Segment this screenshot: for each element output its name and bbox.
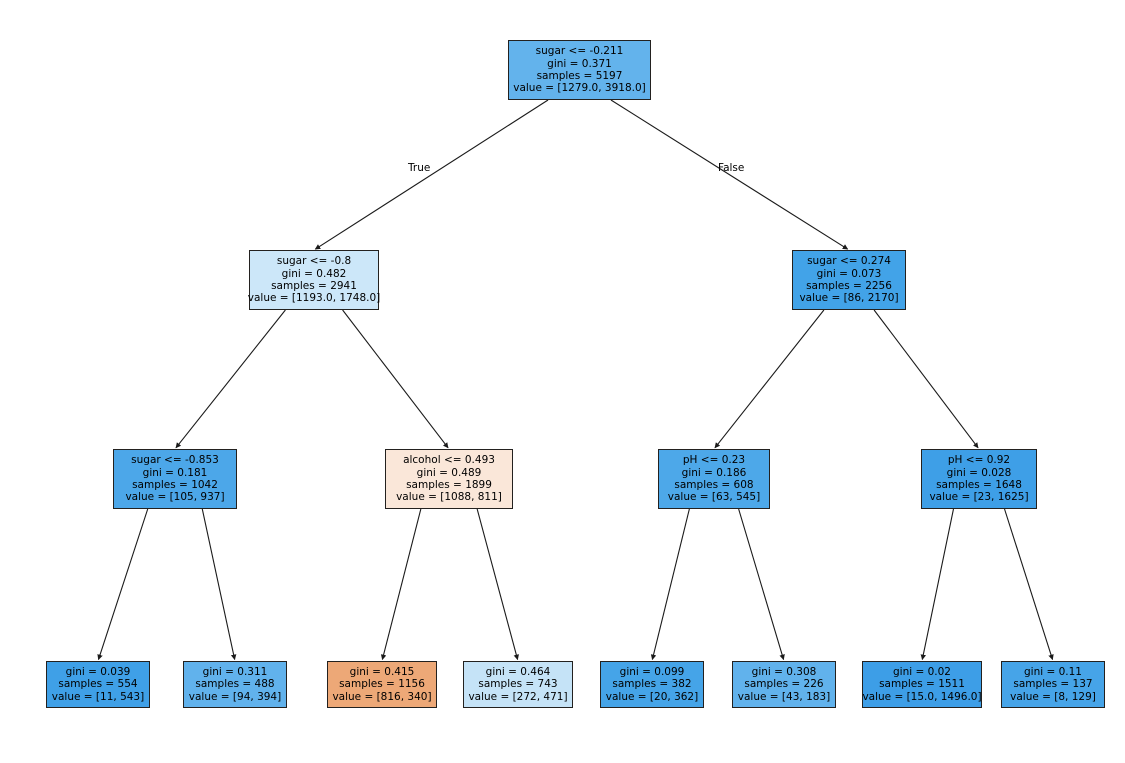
node-samples: samples = 1899 (406, 479, 492, 491)
node-samples: samples = 1042 (132, 479, 218, 491)
node-samples: samples = 2941 (271, 280, 357, 292)
node-value: value = [105, 937] (125, 491, 225, 504)
node-value: value = [1193.0, 1748.0] (247, 292, 381, 305)
node-gini: gini = 0.02 (892, 665, 951, 678)
node-samples: samples = 743 (478, 678, 558, 691)
node-gini: gini = 0.11 (1023, 665, 1082, 678)
node-gini: gini = 0.464 (485, 665, 551, 678)
node-value: value = [11, 543] (51, 690, 145, 703)
node-value: value = [94, 394] (188, 690, 282, 703)
node-value: value = [15.0, 1496.0] (862, 690, 982, 703)
node-gini: gini = 0.415 (349, 665, 415, 678)
node-samples: samples = 382 (612, 678, 692, 691)
node-value: value = [23, 1625] (929, 491, 1029, 504)
node-gini: gini = 0.028 (946, 466, 1012, 479)
tree-edge (738, 508, 785, 661)
node-gini: gini = 0.181 (142, 466, 208, 479)
node-value: value = [63, 545] (667, 491, 761, 504)
node-condition: sugar <= 0.274 (807, 255, 891, 268)
node-gini: gini = 0.489 (416, 466, 482, 479)
tree-edge (342, 309, 449, 449)
tree-edge (610, 99, 849, 250)
tree-edge (920, 508, 955, 661)
tree-edge (201, 508, 237, 661)
node-value: value = [8, 129] (1010, 690, 1096, 703)
node-samples: samples = 554 (58, 678, 138, 691)
node-samples: samples = 1156 (339, 678, 425, 691)
node-condition: sugar <= -0.8 (276, 255, 352, 268)
node-gini: gini = 0.482 (281, 267, 347, 280)
node-condition: pH <= 0.23 (682, 454, 746, 467)
node-value: value = [1088, 811] (396, 491, 502, 504)
node-gini: gini = 0.099 (619, 665, 685, 678)
node-condition: alcohol <= 0.493 (403, 454, 495, 467)
tree-edge (714, 309, 825, 449)
tree-edge (1003, 508, 1054, 661)
node-value: value = [86, 2170] (799, 292, 899, 305)
node-samples: samples = 488 (195, 678, 275, 691)
node-samples: samples = 608 (674, 479, 754, 491)
tree-edges (97, 99, 1054, 661)
node-gini: gini = 0.073 (816, 267, 882, 280)
node-samples: samples = 5197 (536, 70, 623, 82)
node-value: value = [816, 340] (332, 690, 432, 703)
node-gini: gini = 0.186 (681, 466, 747, 479)
node-gini: gini = 0.371 (547, 57, 612, 70)
tree-edge (873, 309, 979, 449)
tree-edge (97, 508, 149, 661)
node-samples: samples = 226 (744, 678, 824, 691)
node-samples: samples = 2256 (806, 280, 892, 292)
node-samples: samples = 1511 (879, 678, 965, 691)
node-value: value = [1279.0, 3918.0] (513, 82, 646, 95)
node-gini: gini = 0.311 (202, 665, 268, 678)
label-true: True (408, 162, 431, 174)
tree-edge (380, 508, 422, 661)
tree-edge (476, 508, 519, 661)
node-gini: gini = 0.039 (65, 665, 131, 678)
tree-edge (314, 99, 549, 250)
node-samples: samples = 137 (1013, 678, 1093, 691)
label-false: False (718, 162, 745, 174)
node-value: value = [20, 362] (605, 690, 699, 703)
node-condition: sugar <= -0.211 (535, 45, 624, 58)
tree-edge (175, 309, 286, 449)
node-condition: sugar <= -0.853 (131, 454, 219, 467)
node-gini: gini = 0.308 (751, 665, 817, 678)
tree-edge (650, 508, 690, 661)
node-samples: samples = 1648 (936, 479, 1022, 491)
node-value: value = [272, 471] (468, 690, 568, 703)
node-value: value = [43, 183] (737, 690, 831, 703)
node-condition: pH <= 0.92 (947, 454, 1011, 467)
